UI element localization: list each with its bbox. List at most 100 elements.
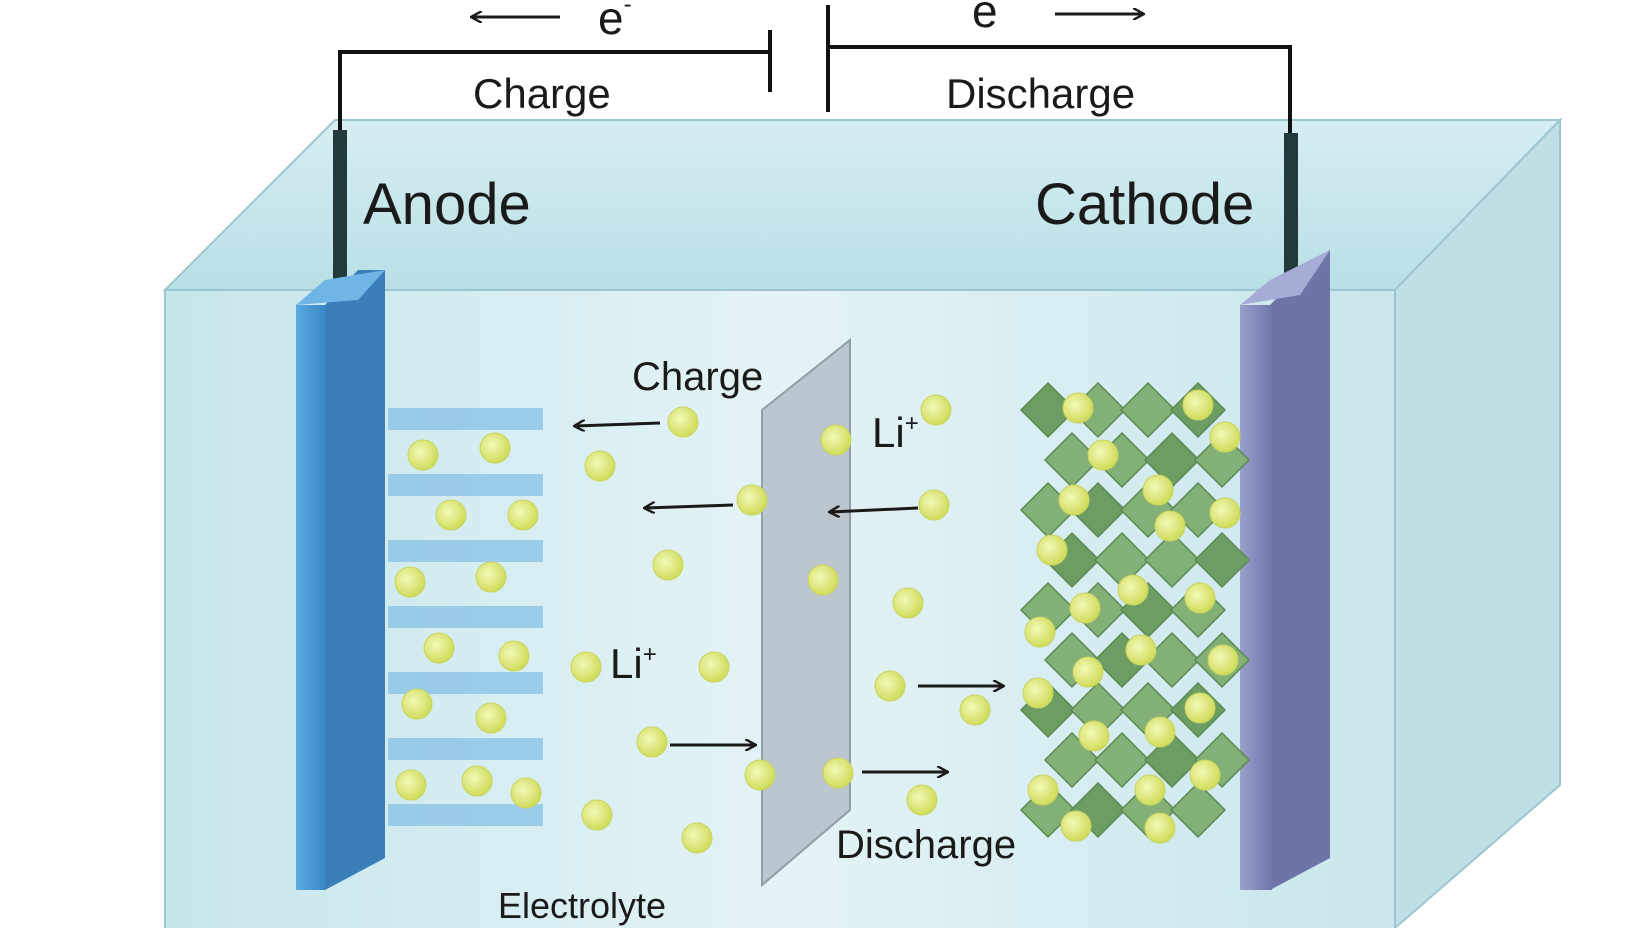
wire-left [338,50,770,130]
lithium-ion [1184,692,1216,724]
li-ion-label-right: Li+ [872,409,919,456]
cathode-terminal-rod [1284,133,1298,283]
lithium-ion [1087,439,1119,471]
lithium-ion [1062,392,1094,424]
graphite-layer [388,672,543,694]
lithium-ion [1209,421,1241,453]
lithium-ion [1022,677,1054,709]
lithium-ion [507,499,539,531]
lithium-ion [498,640,530,672]
cathode-crystal [1169,781,1227,839]
lithium-ion [475,561,507,593]
cathode-crystal [1093,731,1151,789]
ion-flow-arrows [575,423,1003,772]
external-circuit [338,5,1292,135]
li-ion-label-left: Li+ [610,640,657,687]
cathode-crystal [1119,381,1177,439]
lithium-ion [892,587,924,619]
charge-arrow-3 [830,508,919,512]
charge-arrow-2 [645,505,734,508]
lithium-ion [479,432,511,464]
lithium-ion [906,784,938,816]
ion-discharge-label: Discharge [836,823,1016,867]
cathode-crystal [1143,531,1201,589]
lithium-ion [570,651,602,683]
anode-plate-front [296,305,326,890]
lithium-ion [1078,720,1110,752]
lithium-ion [822,757,854,789]
lithium-ion [435,499,467,531]
lithium-ion [1144,812,1176,844]
lithium-ion [584,450,616,482]
separator-membrane [761,337,851,888]
graphite-layer [388,804,543,826]
cathode-plate [1240,250,1330,890]
anode-graphite-layers [388,408,543,826]
lithium-ions [394,389,1241,854]
graphite-layer [388,474,543,496]
electron-label-left: e- [598,0,632,44]
anode-plate-side [325,270,385,890]
wire-right [828,45,1292,135]
lithium-ion [1058,484,1090,516]
lithium-ion [1189,759,1221,791]
lithium-ion [1134,774,1166,806]
lithium-ion [1125,634,1157,666]
lithium-ion [736,484,768,516]
lithium-ion [1117,574,1149,606]
electron-label-right: e- [972,0,1006,37]
lithium-ion [807,564,839,596]
lithium-ion [1209,497,1241,529]
lithium-ion [681,822,713,854]
lithium-ion [581,799,613,831]
lithium-ion [1024,616,1056,648]
lithium-ion [475,702,507,734]
lithium-ion [394,566,426,598]
lithium-ion [1036,534,1068,566]
anode-plate-top [296,270,385,305]
lithium-ion [401,688,433,720]
lithium-ion [407,439,439,471]
anode-terminal-rod [333,130,347,280]
lithium-ion [920,394,952,426]
lithium-ion [1027,774,1059,806]
electrolyte-label: Electrolyte [498,885,666,926]
lithium-ion [918,489,950,521]
anode-label: Anode [363,172,531,237]
lithium-ion [1072,656,1104,688]
cathode-plate-top [1240,250,1330,305]
lithium-ion [461,765,493,797]
lithium-ion [1182,389,1214,421]
lithium-ion [510,777,542,809]
lithium-ion [959,694,991,726]
lithium-ion [820,424,852,456]
lithium-ion [1207,644,1239,676]
lithium-ion [1184,582,1216,614]
lithium-ion [1142,474,1174,506]
lithium-ion [423,632,455,664]
lithium-ion [652,549,684,581]
graphite-layer [388,408,543,430]
lithium-ion [636,726,668,758]
graphite-layer [388,540,543,562]
circuit-charge-label: Charge [473,70,611,117]
circuit-discharge-label: Discharge [946,70,1135,117]
lithium-ion [874,670,906,702]
charge-arrow-1 [575,423,661,426]
graphite-layer [388,738,543,760]
lithium-ion [395,769,427,801]
lithium-ion [667,406,699,438]
lithium-ion [698,651,730,683]
cathode-crystal [1193,531,1251,589]
lithium-ion [744,759,776,791]
cathode-label: Cathode [1035,172,1254,237]
lithium-ion [1144,716,1176,748]
anode-plate [296,270,385,890]
lithium-ion [1154,510,1186,542]
cathode-plate-front [1240,305,1272,890]
graphite-layer [388,606,543,628]
lithium-ion [1060,810,1092,842]
lithium-ion [1069,592,1101,624]
